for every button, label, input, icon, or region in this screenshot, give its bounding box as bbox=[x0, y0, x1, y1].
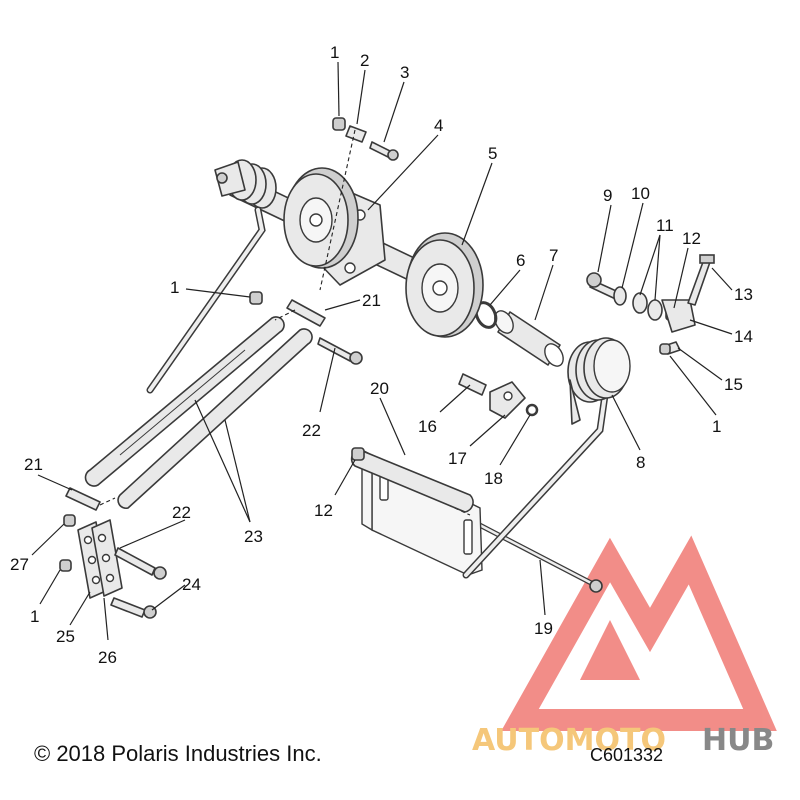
nut-12-lower bbox=[351, 447, 365, 461]
nut-27 bbox=[63, 514, 76, 527]
tube-7 bbox=[494, 310, 564, 367]
wheel-left bbox=[283, 167, 359, 269]
callout-1: 1 bbox=[330, 43, 339, 62]
link-23-front bbox=[84, 316, 285, 487]
callout-24: 24 bbox=[182, 575, 201, 594]
bolt-22-lower bbox=[114, 547, 167, 580]
bolt-24 bbox=[110, 597, 157, 619]
callout-14: 14 bbox=[734, 327, 753, 346]
callout-10: 10 bbox=[631, 184, 650, 203]
callout-22-upper: 22 bbox=[302, 421, 321, 440]
callout-6: 6 bbox=[516, 251, 525, 270]
callout-20: 20 bbox=[370, 379, 389, 398]
link-plate-26 bbox=[91, 519, 123, 597]
axle-19 bbox=[468, 517, 603, 593]
callout-5: 5 bbox=[488, 144, 497, 163]
watermark-logo bbox=[501, 535, 777, 731]
callout-21-upper: 21 bbox=[362, 291, 381, 310]
alignment-line bbox=[319, 129, 356, 291]
callout-3: 3 bbox=[400, 63, 409, 82]
bolt-3 bbox=[369, 141, 399, 161]
bracket-14 bbox=[661, 299, 696, 333]
callout-23: 23 bbox=[244, 527, 263, 546]
spring-coil-left bbox=[214, 159, 277, 209]
callout-9: 9 bbox=[603, 186, 612, 205]
callout-12-lower: 12 bbox=[314, 501, 333, 520]
torsion-spring-8 bbox=[567, 337, 631, 425]
leader-lines bbox=[31, 61, 733, 641]
nut-1-lower bbox=[59, 559, 72, 572]
block-17 bbox=[489, 381, 526, 419]
callout-13: 13 bbox=[734, 285, 753, 304]
bolt-13 bbox=[687, 254, 715, 306]
nut-1-left bbox=[249, 291, 263, 305]
callout-12: 12 bbox=[682, 229, 701, 248]
callout-15: 15 bbox=[724, 375, 743, 394]
bushing-21-lower bbox=[65, 487, 101, 511]
ring-18 bbox=[525, 403, 539, 417]
callout-27: 27 bbox=[10, 555, 29, 574]
callout-16: 16 bbox=[418, 417, 437, 436]
spring-arm-left bbox=[146, 206, 266, 394]
nut-1-top bbox=[332, 117, 346, 131]
wheel-5 bbox=[405, 232, 484, 338]
washer-10 bbox=[613, 286, 627, 306]
callout-21-lower: 21 bbox=[24, 455, 43, 474]
spring-arm-8 bbox=[462, 391, 609, 579]
callout-1-lower: 1 bbox=[30, 607, 39, 626]
callout-18: 18 bbox=[484, 469, 503, 488]
nut-1-right bbox=[659, 343, 671, 355]
alignment-line bbox=[274, 309, 296, 321]
alignment-line bbox=[99, 497, 116, 506]
bracket-20 bbox=[350, 448, 483, 576]
callout-8: 8 bbox=[636, 453, 645, 472]
bushing-2 bbox=[345, 125, 367, 143]
figure-code: C601332 bbox=[590, 745, 664, 765]
watermark-brand-part2: HUB bbox=[702, 723, 774, 758]
callout-4: 4 bbox=[434, 116, 443, 135]
callout-labels: 1 2 3 4 5 6 7 8 9 10 11 12 13 14 15 1 16… bbox=[10, 43, 753, 667]
watermark-brand: AUTOMOTO HUB bbox=[472, 723, 774, 758]
bushing-16 bbox=[458, 373, 487, 396]
copyright-notice: © 2018 Polaris Industries Inc. bbox=[34, 741, 322, 766]
callout-7: 7 bbox=[549, 246, 558, 265]
callout-25: 25 bbox=[56, 627, 75, 646]
bushing-21-upper bbox=[286, 299, 326, 327]
callout-2: 2 bbox=[360, 51, 369, 70]
callout-22-lower: 22 bbox=[172, 503, 191, 522]
callout-19: 19 bbox=[534, 619, 553, 638]
callout-1-right: 1 bbox=[712, 417, 721, 436]
callout-11: 11 bbox=[656, 216, 674, 235]
watermark-brand-part1: AUTOMOTO bbox=[472, 723, 666, 758]
bolt-22-upper bbox=[317, 337, 363, 365]
callout-26: 26 bbox=[98, 648, 117, 667]
callout-1-left: 1 bbox=[170, 278, 179, 297]
callout-17: 17 bbox=[448, 449, 467, 468]
link-23-rear bbox=[117, 328, 313, 510]
bushing-11 bbox=[632, 292, 663, 321]
